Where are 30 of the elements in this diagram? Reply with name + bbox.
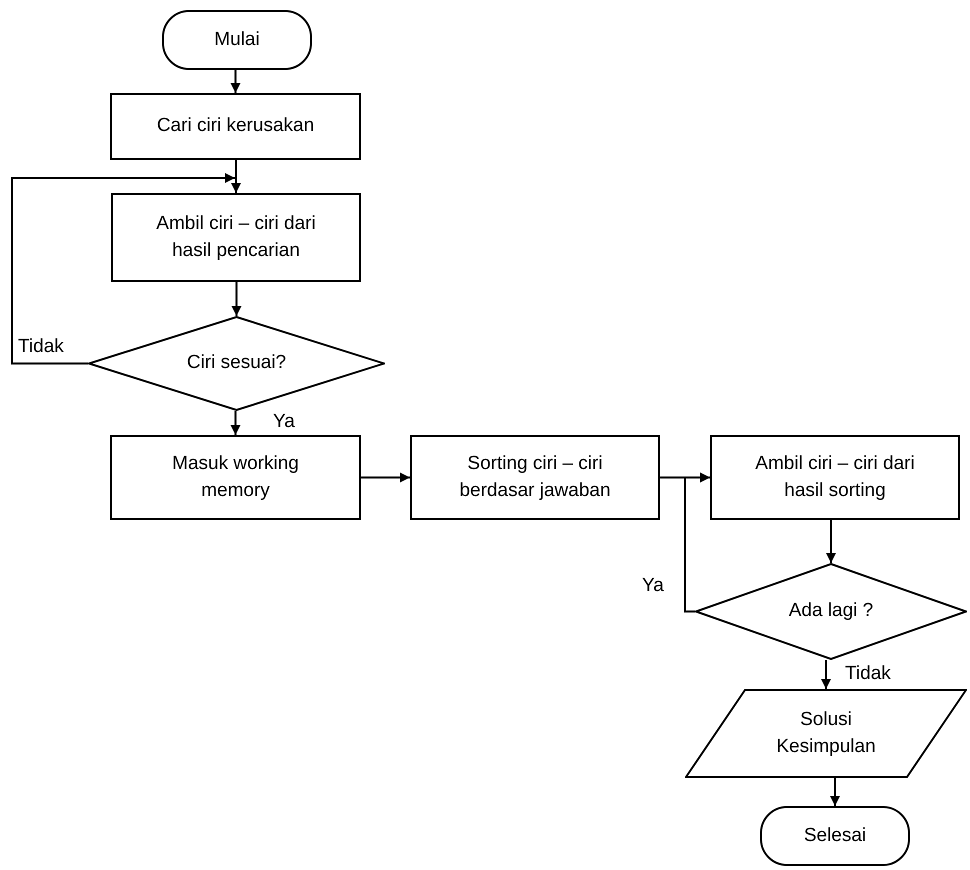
process-box bbox=[710, 435, 960, 520]
arrow bbox=[11, 173, 235, 364]
node-label: Ada lagi ? bbox=[788, 599, 874, 624]
arrow bbox=[826, 520, 836, 563]
decision-diamond bbox=[88, 316, 385, 411]
arrow bbox=[231, 160, 241, 193]
arrow bbox=[232, 282, 242, 316]
io-parallelogram bbox=[685, 689, 967, 778]
node-label: Mulai bbox=[214, 28, 260, 52]
arrow bbox=[830, 778, 840, 806]
node-label: Ambil ciri – ciri dari hasil sorting bbox=[754, 452, 916, 502]
arrow bbox=[361, 472, 410, 482]
node-label: Selesai bbox=[804, 824, 866, 848]
process-box bbox=[110, 93, 361, 160]
terminal-shape bbox=[162, 10, 312, 70]
node-label: Ambil ciri – ciri dari hasil pencarian bbox=[155, 212, 317, 262]
decision-diamond bbox=[695, 563, 967, 660]
node-label: Ciri sesuai? bbox=[186, 351, 286, 376]
node-label: Solusi Kesimpulan bbox=[775, 708, 877, 758]
node-label: Sorting ciri – ciri berdasar jawaban bbox=[458, 452, 612, 502]
arrow bbox=[821, 660, 831, 689]
arrow bbox=[684, 472, 710, 612]
process-box bbox=[410, 435, 660, 520]
arrow bbox=[230, 411, 240, 435]
terminal-shape bbox=[760, 806, 910, 866]
arrow bbox=[230, 70, 240, 93]
node-label: Cari ciri kerusakan bbox=[156, 114, 314, 138]
process-box bbox=[110, 435, 361, 520]
process-box bbox=[111, 193, 361, 282]
node-label: Masuk working memory bbox=[171, 452, 300, 502]
